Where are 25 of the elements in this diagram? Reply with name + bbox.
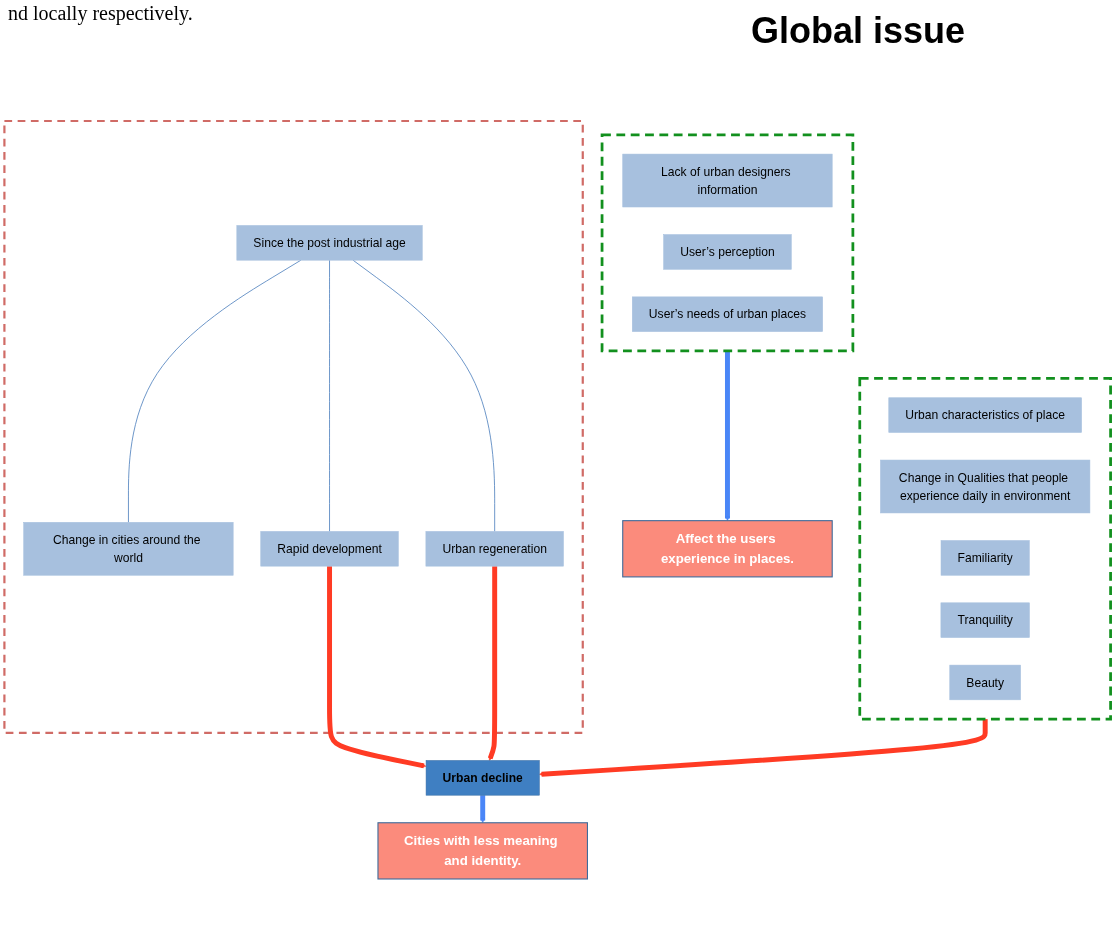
node-box: Urban decline [425, 760, 540, 796]
node-box: Urban regeneration [425, 531, 564, 567]
connector-line [329, 259, 330, 532]
node-box: Lack of urban designers information [622, 153, 833, 208]
node-box: Familiarity [940, 540, 1030, 576]
node-box: Urban characteristics of place [888, 397, 1082, 433]
node-box: Rapid development [260, 531, 399, 567]
arrow [725, 350, 730, 521]
title: Global issue [750, 10, 965, 52]
node-box: Cities with less meaning and identity. [377, 822, 588, 880]
note-text: nd locally respectively. [8, 2, 193, 24]
connector-line [352, 259, 496, 532]
node-box: Change in Qualities that people experience daily in environment [880, 459, 1091, 514]
arrow [487, 566, 498, 761]
node-box: Affect the users experience in places. [622, 520, 833, 578]
node-box: Beauty [949, 664, 1021, 701]
node-box: User’s perception [663, 234, 792, 270]
node-box: Tranquility [940, 602, 1030, 638]
node-box: User’s needs of urban places [632, 296, 823, 332]
node-box: Change in cities around the world [23, 522, 234, 576]
node-box: Since the post industrial age [236, 225, 423, 261]
connector-line [128, 259, 302, 523]
arrow [480, 795, 486, 823]
dashed-group-frame [3, 119, 584, 734]
arrow [327, 566, 427, 769]
